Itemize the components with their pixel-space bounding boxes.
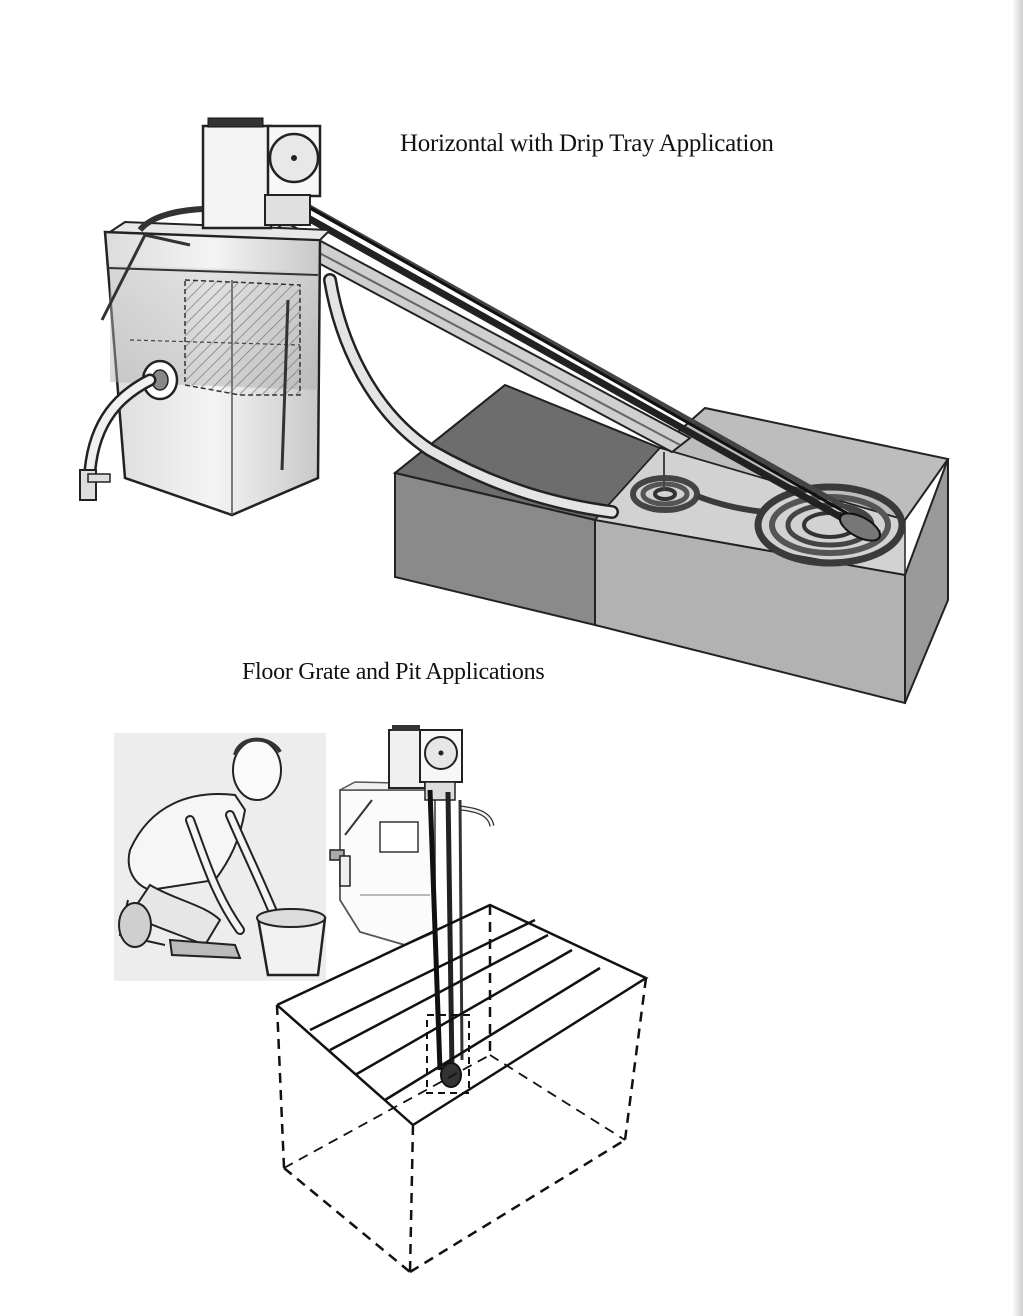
drain-valve — [79, 469, 111, 501]
skimmer-belt — [274, 193, 881, 542]
pit-skimmer-motor-unit — [388, 725, 463, 801]
pit-decanter-tank — [329, 781, 495, 946]
floor-grate-pit-illustration — [114, 725, 649, 1274]
pit-box — [275, 903, 649, 1274]
horizontal-drip-tray-caption: Horizontal with Drip Tray Application — [400, 130, 774, 157]
decanter-tank — [100, 220, 333, 517]
worker-with-bucket-sketch — [114, 733, 327, 981]
drip-tray-application-illustration — [79, 117, 950, 705]
floor-grate-pit-caption: Floor Grate and Pit Applications — [242, 659, 545, 685]
page-edge-shadow — [1013, 0, 1023, 1316]
skimmer-motor-unit — [201, 117, 322, 230]
skimmer-trough — [266, 220, 692, 490]
